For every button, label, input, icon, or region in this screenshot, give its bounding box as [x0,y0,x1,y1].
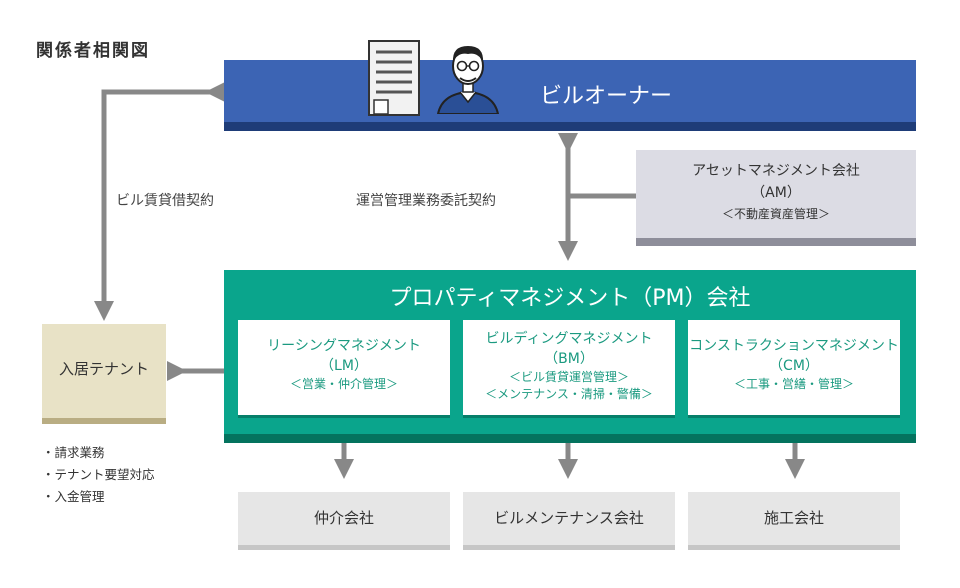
construction-company-box-shadow [688,545,900,550]
am-desc: ＜不動産資産管理＞ [721,207,830,221]
page-title: 関係者相関図 [36,41,150,61]
brokerage-company-box-shadow [238,545,450,550]
brokerage-company-box: 仲介会社 [238,492,450,545]
asset-management-box [636,150,916,238]
lm-abbr: （LM） [320,358,368,374]
cm-abbr: （CM） [769,358,819,374]
construction-company-box: 施工会社 [688,492,900,545]
bm-desc-1: ＜ビル賃貸運営管理＞ [508,370,629,384]
building-owner-label: ビルオーナー [540,84,673,109]
am-abbr: （AM） [751,185,801,201]
building-icon [368,40,420,116]
owner-person-icon [436,46,500,114]
tenant-duty-item: ・請求業務 [42,445,105,460]
lease-contract-label: ビル賃貸借契約 [116,193,214,209]
property-management-title: プロパティマネジメント（PM）会社 [389,286,751,311]
building-management-box: ビルディングマネジメント （BM） ＜ビル賃貸運営管理＞ ＜メンテナンス・清掃・… [463,320,675,418]
tenant-box [42,324,166,418]
management-contract-label: 運営管理業務委託契約 [356,193,496,209]
lm-desc: ＜営業・仲介管理＞ [289,377,398,391]
tenant-duty-item: ・入金管理 [42,489,105,504]
asset-management-text: アセットマネジメント会社 （AM） ＜不動産資産管理＞ [636,160,916,224]
construction-management-box: コンストラクションマネジメント （CM） ＜工事・営繕・管理＞ [688,320,900,418]
lm-name: リーシングマネジメント [267,338,421,354]
bm-abbr: （BM） [544,351,594,367]
cm-desc: ＜工事・営繕・管理＞ [733,377,854,391]
asset-management-box-shadow [636,238,916,246]
tenant-box-shadow [42,418,166,424]
leasing-management-box: リーシングマネジメント （LM） ＜営業・仲介管理＞ [238,320,450,418]
tenant-label: 入居テナント [58,360,149,378]
lease-contract-arrow [94,82,226,321]
property-management-box-shadow [224,434,916,443]
tenant-duty-item: ・テナント要望対応 [42,467,155,482]
building-maintenance-company-box: ビルメンテナンス会社 [463,492,675,545]
building-owner-bar [224,60,916,122]
building-maintenance-company-box-shadow [463,545,675,550]
building-owner-bar-shadow [224,122,916,131]
bm-desc-2: ＜メンテナンス・清掃・警備＞ [485,387,653,401]
am-name: アセットマネジメント会社 [692,163,860,179]
cm-name: コンストラクションマネジメント [689,338,899,354]
tenant-duties-list: ・請求業務 ・テナント要望対応 ・入金管理 [42,442,155,508]
bm-name: ビルディングマネジメント [485,331,653,347]
